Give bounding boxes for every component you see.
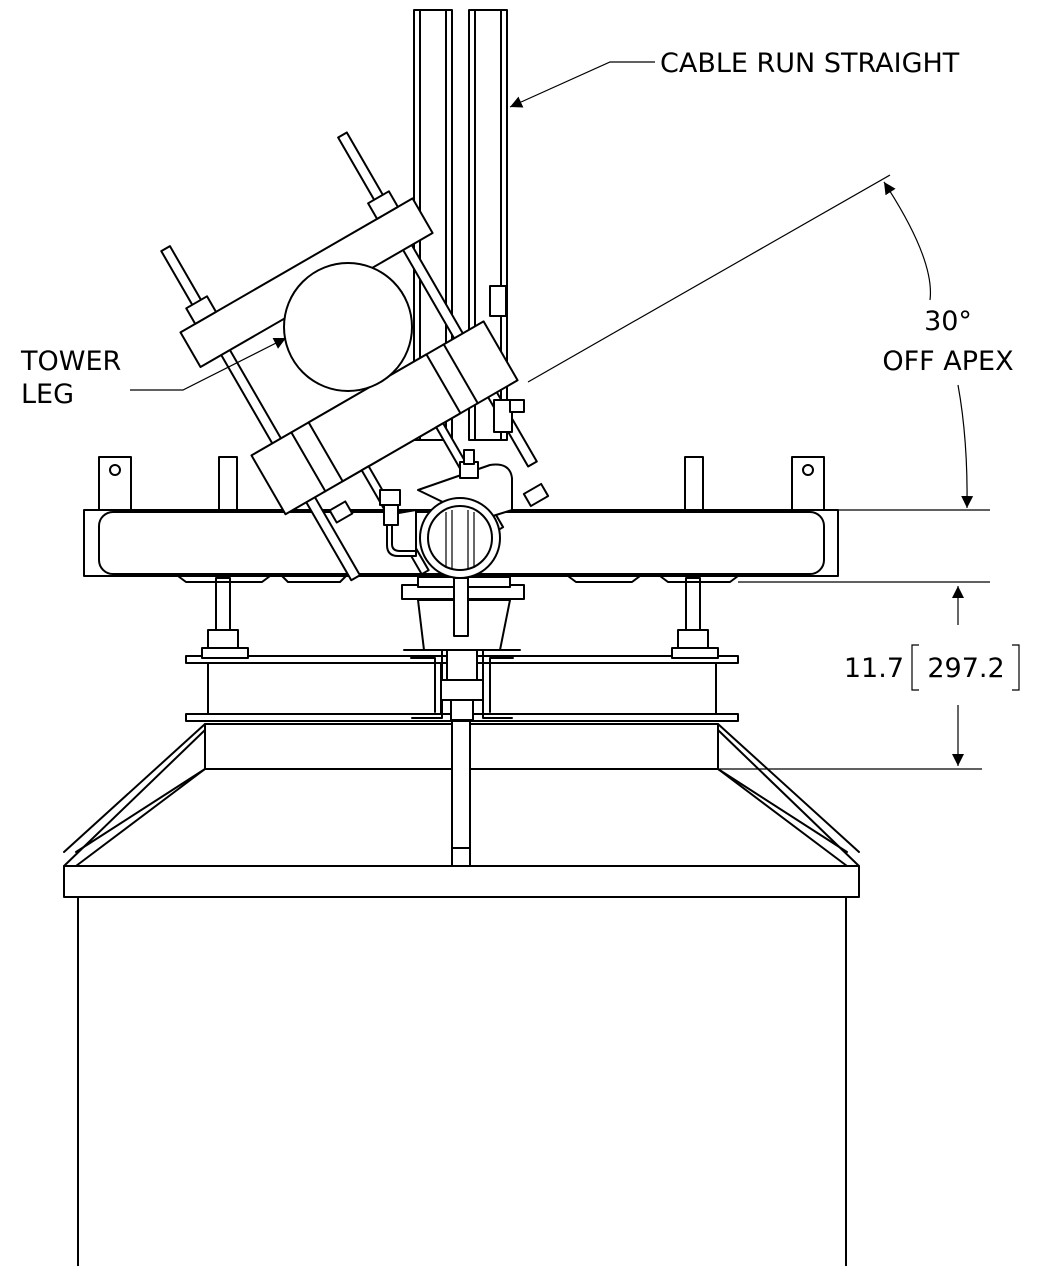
tower-leg-label-line1: TOWER bbox=[20, 346, 121, 377]
cable-run-label: CABLE RUN STRAIGHT bbox=[660, 48, 960, 79]
hardware-bits bbox=[328, 285, 550, 524]
annotations bbox=[130, 61, 1020, 770]
angle-label-line1: 30° bbox=[924, 306, 972, 337]
tower-body bbox=[63, 659, 860, 1266]
channel-plates bbox=[185, 577, 739, 722]
angle-label-line2: OFF APEX bbox=[882, 346, 1013, 377]
leg-clamp-assembly bbox=[160, 131, 538, 582]
tower-leg-label-line2: LEG bbox=[21, 379, 74, 410]
center-pipe bbox=[379, 449, 513, 637]
dimension-value: 11.7 bbox=[844, 653, 904, 684]
tower-leg-pipe bbox=[283, 262, 413, 392]
dimension-metric: 297.2 bbox=[927, 653, 1004, 684]
